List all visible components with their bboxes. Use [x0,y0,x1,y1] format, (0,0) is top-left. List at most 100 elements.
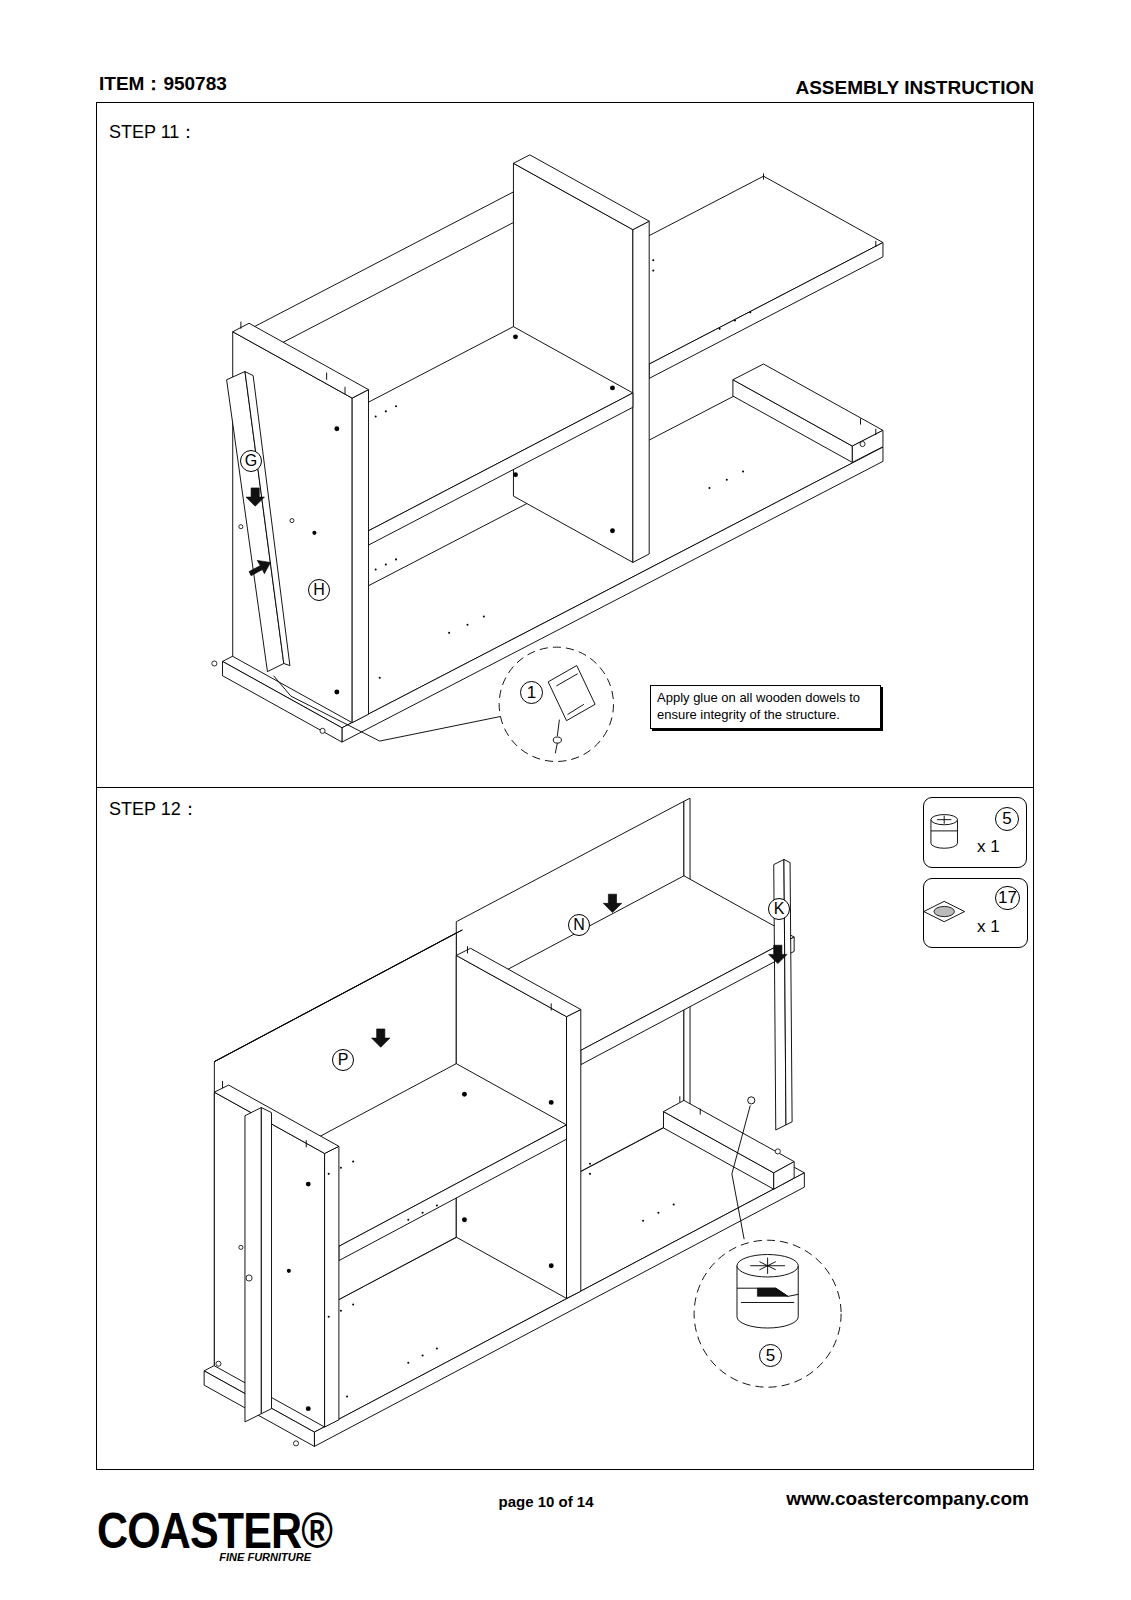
drawing-stroke [436,1347,438,1349]
drawing-stroke [395,558,397,560]
part-letter: K [768,898,790,920]
drawing-stroke [352,390,368,723]
drawing-stroke [212,661,217,666]
brand-logo: COASTER® [97,1506,332,1556]
drawing-stroke [216,1361,221,1366]
drawing-stroke [340,1167,342,1169]
drawing-stroke [287,1269,291,1273]
hardware-box: 17x 1 [923,878,1028,948]
drawing-stroke [694,1240,841,1387]
drawing-stroke [385,410,387,412]
part-letter: P [332,1049,354,1071]
drawing-stroke [733,364,883,446]
drawing-stroke [293,1441,298,1446]
drawing-stroke [549,1100,554,1105]
step-panel: STEP 12： 5x 1 17x 1 N K P 5 [96,787,1034,1470]
note-box: Apply glue on all wooden dowels to ensur… [650,685,881,729]
drawing-stroke [652,269,654,271]
drawing-stroke [774,1162,794,1190]
drawing-stroke [742,471,744,473]
step-heading: STEP 12： [109,800,199,818]
callout-number: 5 [759,1344,782,1367]
drawing-stroke [737,1255,798,1277]
drawing-stroke [334,426,339,431]
hardware-box: 5x 1 [923,797,1027,868]
callout-number: 5 [766,1347,775,1364]
hardware-number: 17 [995,886,1020,910]
drawing-stroke [239,525,243,529]
drawing-stroke [769,945,787,963]
drawing-stroke [719,328,721,330]
drawing-stroke [589,1163,591,1165]
drawing-stroke [456,948,581,1016]
drawing-stroke [774,859,786,1130]
drawing-stroke [553,737,561,743]
drawing-stroke [556,674,584,715]
drawing-stroke [726,479,728,481]
drawing-stroke [312,531,316,535]
drawing-stroke [924,901,965,921]
drawing-stroke [422,1212,424,1214]
drawing-stroke [407,1362,409,1364]
drawing-stroke [352,1161,354,1163]
drawing-stroke [603,894,621,912]
drawing-stroke [239,1245,243,1249]
drawing-stroke [934,906,954,916]
drawing-stroke [407,1219,409,1221]
hardware-number: 5 [995,807,1019,831]
step12-cabinet [204,798,841,1446]
drawing-stroke [749,311,751,313]
drawing-stroke [462,1092,467,1097]
note-text: Apply glue on all wooden dowels to ensur… [657,690,874,724]
drawing-stroke [557,720,559,736]
drawing-stroke [245,1108,261,1422]
drawing-stroke [395,405,397,407]
website-url: www.coastercompany.com [786,1489,1029,1508]
drawing-stroke [375,259,752,679]
drawing-stroke [245,372,290,666]
drawing-stroke [422,1355,424,1357]
drawing-stroke [757,1288,788,1296]
drawing-stroke [214,1085,339,1153]
drawing-stroke [375,569,377,571]
part-letter: N [568,914,590,936]
drawing-stroke [320,728,325,733]
part-letter: H [308,579,330,601]
part-letter: N [573,917,585,933]
drawing-stroke [642,1220,644,1222]
drawing-stroke [610,385,615,390]
part-letter: H [313,582,325,598]
drawing-stroke [306,1406,311,1411]
drawing-stroke [581,937,794,1065]
part-letter: P [338,1052,349,1068]
drawing-stroke [274,676,501,741]
drawing-stroke [567,1010,581,1299]
step-panel: STEP 11：GH1Apply glue on all wooden dowe… [96,102,1034,788]
drawing-stroke [649,243,883,379]
drawing-stroke [748,1097,755,1104]
drawing-stroke [249,192,513,360]
drawing-stroke [466,624,468,626]
drawing-stroke [734,319,736,321]
drawing-stroke [852,430,883,462]
step11-cabinet [212,155,883,762]
part-letter: K [774,901,785,917]
drawing-stroke [379,677,381,679]
brand-tagline: FINE FURNITURE [219,1552,311,1563]
drawing-stroke [775,1149,780,1154]
drawing-stroke [931,816,958,831]
drawing-stroke [513,472,518,477]
drawing-stroke [346,1395,348,1397]
hardware-icons [924,815,965,922]
drawing-stroke [385,563,387,565]
drawing-stroke [652,259,654,261]
drawing-stroke [334,690,339,695]
callout-number: 1 [527,684,536,701]
step-heading: STEP 11： [109,123,197,141]
drawing-stroke [325,1146,339,1427]
item-number: ITEM：950783 [99,74,227,93]
drawing-stroke [241,174,876,435]
drawing-stroke [328,1173,330,1175]
drawing-stroke [246,1275,252,1281]
